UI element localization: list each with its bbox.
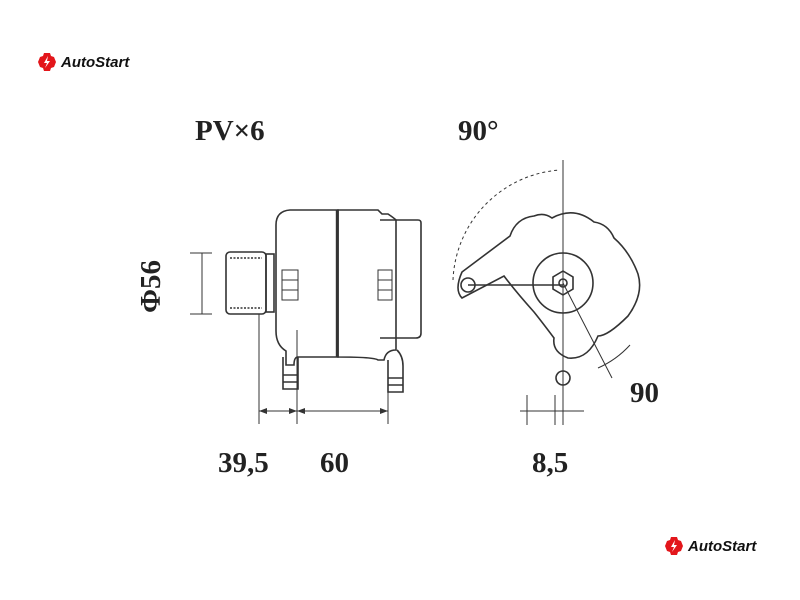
angle-label: 90° bbox=[458, 115, 499, 147]
logo-text: AutoStart bbox=[61, 53, 130, 71]
front-view bbox=[452, 160, 641, 425]
mount-offset-label: 90 bbox=[630, 377, 659, 409]
brand-logo-bottom: AutoStart bbox=[664, 536, 756, 556]
brand-logo-top: AutoStart bbox=[37, 52, 129, 72]
ear-dimension-label: 8,5 bbox=[532, 447, 569, 479]
logo-gear-icon bbox=[665, 537, 683, 555]
diameter-label: Φ56 bbox=[135, 259, 168, 314]
logo-text: AutoStart bbox=[688, 537, 757, 555]
front-dimension-label: 39,5 bbox=[218, 447, 269, 479]
pulley-type-label: PV×6 bbox=[195, 115, 265, 147]
body-dimension-label: 60 bbox=[320, 447, 349, 479]
side-view bbox=[190, 209, 422, 424]
logo-gear-icon bbox=[38, 53, 56, 71]
